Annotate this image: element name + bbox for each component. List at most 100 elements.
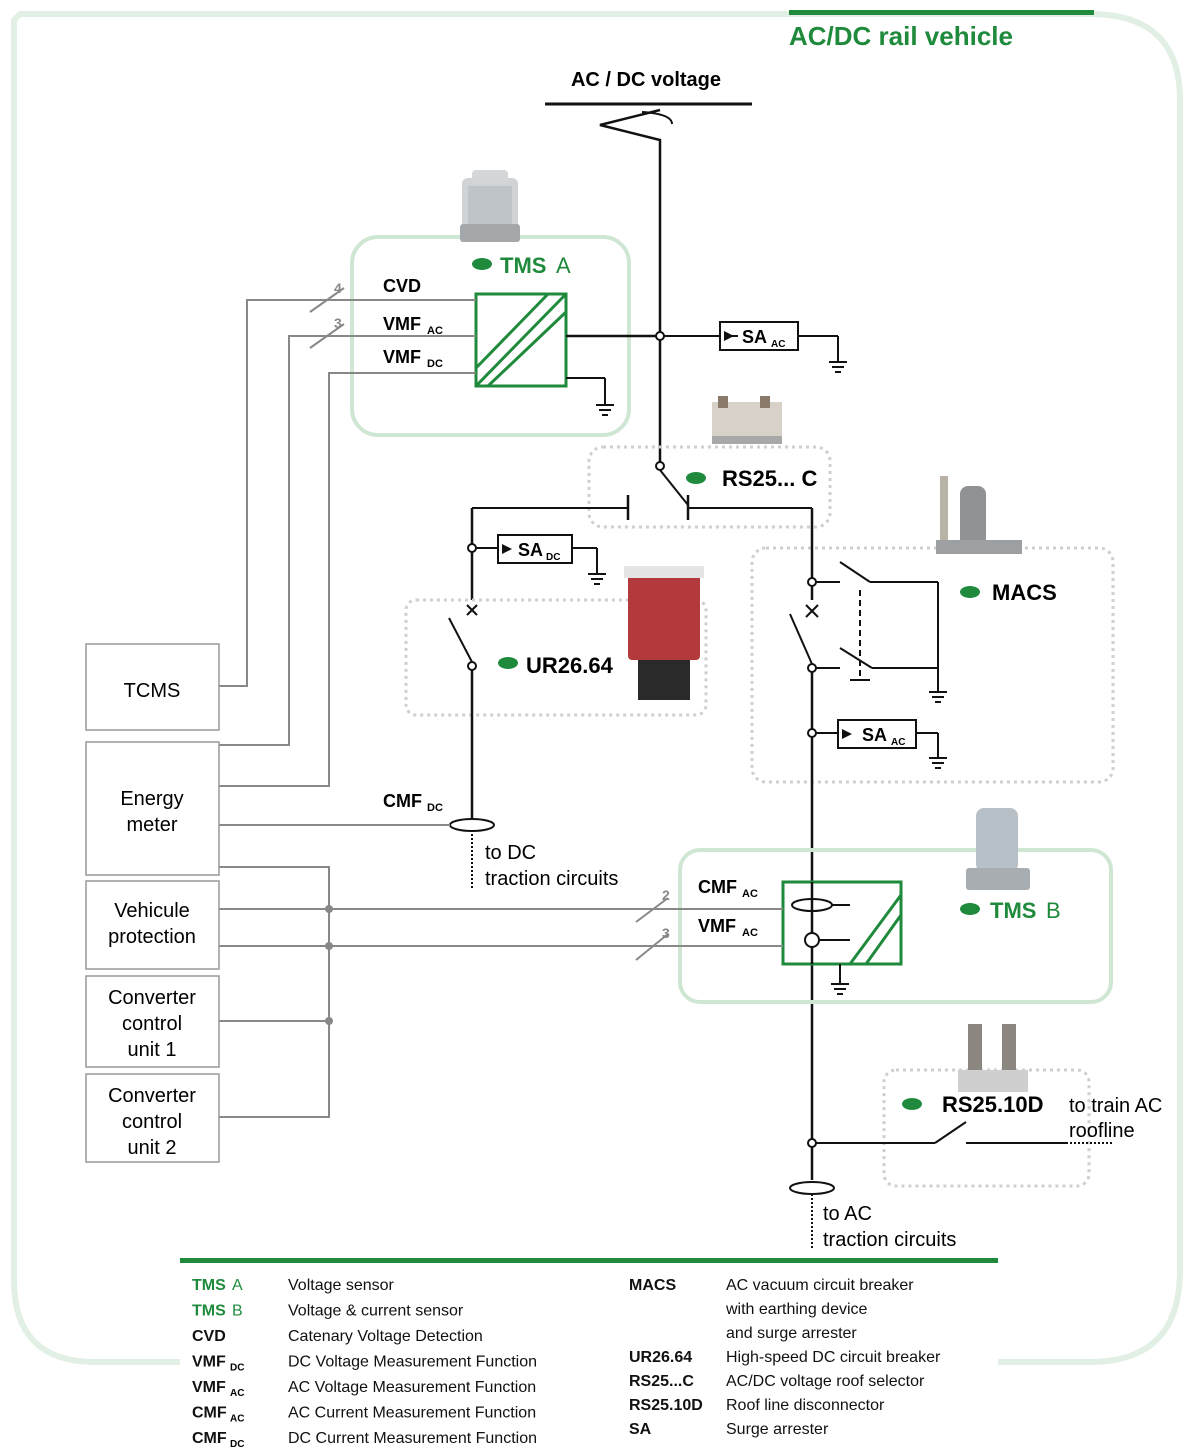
sa-ac-macs xyxy=(837,719,917,749)
legend-key: TMS xyxy=(192,1277,226,1294)
rs25c-label: RS25... C xyxy=(686,466,817,491)
macs-frame xyxy=(750,546,1115,784)
ccu2-box: Converter control unit 2 xyxy=(85,1073,220,1163)
tms-b-frame xyxy=(678,848,1113,1004)
legend-desc: Catenary Voltage Detection xyxy=(288,1328,483,1345)
svg-text:VMF: VMF xyxy=(383,314,421,334)
legend-accent-bar xyxy=(180,1258,998,1263)
svg-text:AC: AC xyxy=(891,737,905,748)
svg-text:Converter: Converter xyxy=(108,1085,196,1107)
legend-key-sub: DC xyxy=(230,1439,244,1450)
tms-b-device-image xyxy=(966,808,1030,890)
legend-desc: Surge arrester xyxy=(726,1421,829,1438)
svg-text:MACS: MACS xyxy=(992,580,1057,605)
legend-desc: AC vacuum circuit breaker xyxy=(726,1277,914,1294)
switch-x-icon xyxy=(805,604,819,618)
legend-key-sub: AC xyxy=(230,1388,244,1399)
legend-desc: AC Voltage Measurement Function xyxy=(288,1379,536,1396)
legend-right-row: SA Surge arrester xyxy=(629,1421,829,1438)
legend-desc: Roof line disconnector xyxy=(726,1397,885,1414)
header-accent-bar xyxy=(789,10,1094,15)
svg-text:B: B xyxy=(1046,898,1061,923)
legend-key: SA xyxy=(629,1421,652,1438)
ccu1-box: Converter control unit 1 xyxy=(85,975,220,1068)
vehicle-protection-box: Vehicule protection xyxy=(85,880,220,970)
legend-key: CMF xyxy=(192,1405,227,1422)
logo-icon xyxy=(960,903,980,915)
svg-text:RS25... C: RS25... C xyxy=(722,466,817,491)
legend-desc: DC Voltage Measurement Function xyxy=(288,1354,537,1371)
svg-text:control: control xyxy=(122,1111,182,1133)
legend-desc: Voltage sensor xyxy=(288,1277,395,1294)
rs2510d-device-image xyxy=(958,1024,1028,1092)
logo-icon xyxy=(960,586,980,598)
legend-desc: Voltage & current sensor xyxy=(288,1303,464,1320)
svg-text:protection: protection xyxy=(108,926,196,948)
wire-count-cvd: 4 xyxy=(334,280,342,296)
svg-text:RS25.10D: RS25.10D xyxy=(942,1092,1044,1117)
svg-text:TMS: TMS xyxy=(990,898,1036,923)
legend-desc: with earthing device xyxy=(725,1301,868,1318)
earth-icon xyxy=(929,691,947,703)
legend-desc: High-speed DC circuit breaker xyxy=(726,1349,941,1366)
svg-text:DC: DC xyxy=(427,802,443,814)
rs2510d-label: RS25.10D xyxy=(902,1092,1044,1117)
svg-text:AC: AC xyxy=(427,325,443,337)
ur2664-frame xyxy=(404,598,708,717)
logo-icon xyxy=(686,472,706,484)
page-frame xyxy=(11,11,1183,1365)
legend-key: RS25...C xyxy=(629,1373,694,1390)
earth-icon xyxy=(588,573,606,585)
svg-text:DC: DC xyxy=(427,358,443,370)
svg-text:A: A xyxy=(556,253,571,278)
svg-text:AC: AC xyxy=(742,888,758,900)
legend-key-suffix: A xyxy=(232,1277,243,1294)
earth-icon xyxy=(831,983,849,995)
to-dc-line2: traction circuits xyxy=(485,868,618,890)
tms-a-device-image xyxy=(460,170,520,242)
svg-text:VMF: VMF xyxy=(383,347,421,367)
svg-text:DC: DC xyxy=(546,552,560,563)
legend-key: RS25.10D xyxy=(629,1397,703,1414)
legend-right-row: RS25.10D Roof line disconnector xyxy=(629,1397,885,1414)
svg-text:AC: AC xyxy=(742,927,758,939)
energy-meter-box: Energy meter xyxy=(85,741,220,876)
legend-desc: AC/DC voltage roof selector xyxy=(726,1373,925,1390)
tms-a-label: TMS A xyxy=(472,253,571,278)
svg-text:Vehicule: Vehicule xyxy=(114,900,190,922)
rs25c-frame xyxy=(587,445,832,529)
svg-text:VMF: VMF xyxy=(698,916,736,936)
cmf-dc-sensor xyxy=(449,818,495,832)
svg-text:unit 2: unit 2 xyxy=(128,1137,177,1159)
svg-text:TCMS: TCMS xyxy=(124,680,181,702)
macs-label: MACS xyxy=(960,580,1057,605)
logo-icon xyxy=(902,1098,922,1110)
svg-text:SA: SA xyxy=(862,725,887,745)
tcms-box: TCMS xyxy=(85,643,220,731)
svg-text:SA: SA xyxy=(742,327,767,347)
wire-count-vmf-ac: 3 xyxy=(334,315,342,331)
ur2664-device-image xyxy=(624,566,704,700)
legend-key-sub: DC xyxy=(230,1363,244,1374)
logo-icon xyxy=(498,657,518,669)
svg-text:TMS: TMS xyxy=(500,253,546,278)
vmf-dc-a-label: VMF DC xyxy=(383,347,443,370)
to-ac-line2: traction circuits xyxy=(823,1229,956,1251)
legend-panel xyxy=(180,1258,998,1455)
svg-text:CMF: CMF xyxy=(698,877,737,897)
svg-text:CMF: CMF xyxy=(383,791,422,811)
legend-desc: and surge arrester xyxy=(726,1325,857,1342)
svg-text:SA: SA xyxy=(518,540,543,560)
signal-wires xyxy=(219,287,783,1118)
page-title: AC/DC rail vehicle xyxy=(789,21,1013,51)
rs25c-device-image xyxy=(712,396,782,444)
supply-label: AC / DC voltage xyxy=(571,69,721,91)
svg-text:UR26.64: UR26.64 xyxy=(526,653,614,678)
